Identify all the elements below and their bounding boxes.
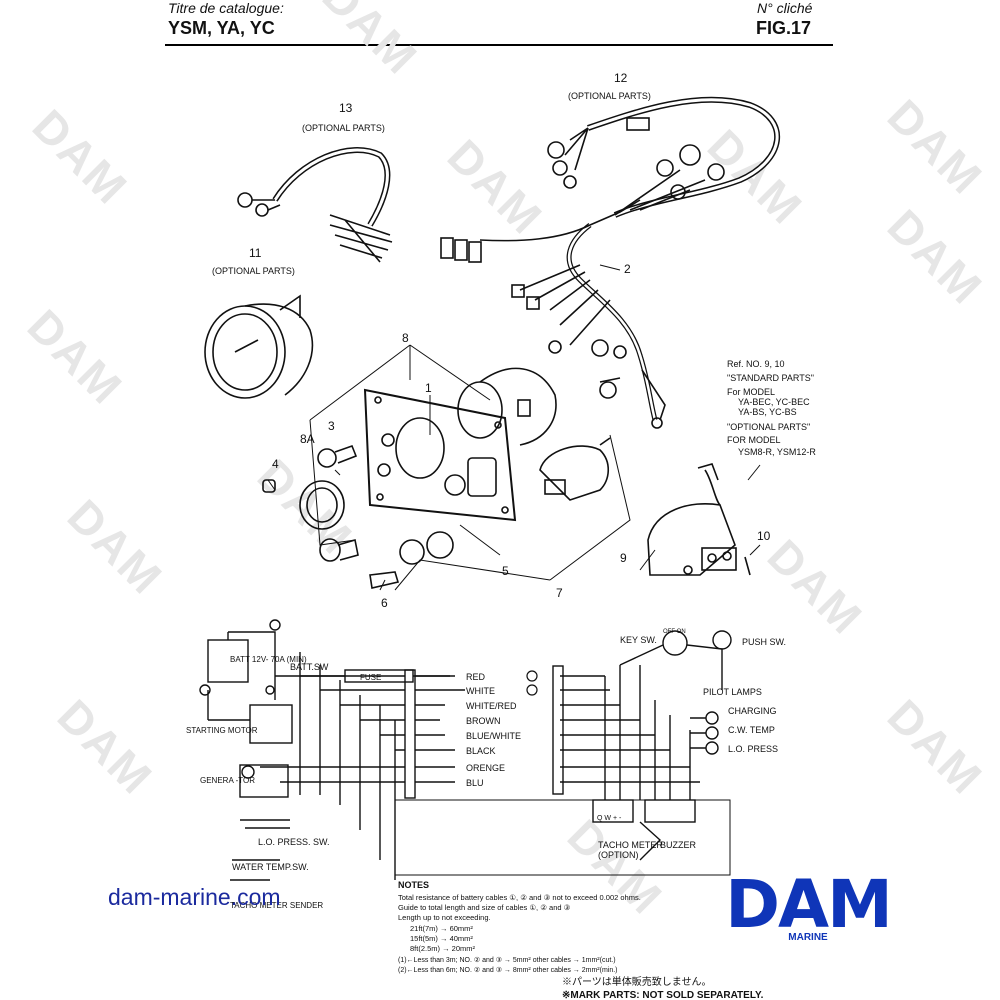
ref-note-line: FOR MODEL — [727, 435, 781, 445]
logo-subtitle: MARINE — [788, 932, 828, 943]
ref-note-line: YSM8-R, YSM12-R — [738, 447, 816, 457]
wire-color-label: BLACK — [466, 746, 496, 756]
dam-logo: DAM MARINE — [717, 866, 899, 952]
tachometer-11 — [204, 294, 314, 399]
tacho-meter-label: TACHO METER — [598, 840, 663, 850]
figure-number: FIG.17 — [756, 18, 812, 38]
remote-control-9 — [647, 463, 751, 576]
optional-harness-13 — [237, 147, 393, 263]
part-number-11: 11 — [249, 246, 262, 260]
catalogue-title-label: Titre de catalogue: — [168, 0, 284, 16]
logo-text: DAM — [725, 866, 893, 943]
ref-note: Ref. NO. 9, 10 "STANDARD PARTS" For MODE… — [727, 359, 816, 457]
catalogue-title-value: YSM, YA, YC — [168, 18, 275, 38]
wire-color-label: ORENGE — [466, 763, 505, 773]
ref-note-line: Ref. NO. 9, 10 — [727, 359, 785, 369]
notes-line: 21ft(7m) → 60mm² — [410, 924, 473, 933]
option-label: (OPTION) — [598, 850, 639, 860]
push-sw-label: PUSH SW. — [742, 637, 786, 647]
site-link[interactable]: dam-marine.com — [108, 884, 281, 910]
header-rule — [165, 44, 833, 46]
wire-color-label: RED — [466, 672, 486, 682]
charging-label: CHARGING — [728, 706, 777, 716]
part-labels: 13 (OPTIONAL PARTS) 12 (OPTIONAL PARTS) … — [212, 71, 771, 610]
notes-line: 15ft(5m) → 40mm² — [410, 934, 473, 943]
part-number-1: 1 — [425, 381, 432, 395]
optional-harness-12 — [547, 96, 780, 218]
notes-line: Total resistance of battery cables ①, ② … — [398, 893, 641, 902]
wire-markers — [526, 670, 538, 696]
notes-line: (2)←Less than 6m; NO. ② and ③ → 8mm² oth… — [398, 966, 618, 974]
buzzer-label: BUZZER — [660, 840, 697, 850]
part-number-2: 2 — [624, 262, 631, 276]
optional-label-12: (OPTIONAL PARTS) — [568, 91, 651, 101]
ref-note-line: For MODEL — [727, 387, 775, 397]
part-number-5: 5 — [502, 564, 509, 578]
wiring-schematic — [199, 619, 732, 881]
ref-note-line: YA-BEC, YC-BEC — [738, 397, 810, 407]
meter-housing — [457, 367, 557, 446]
ref-note-line: YA-BS, YC-BS — [738, 407, 797, 417]
part-number-6: 6 — [381, 596, 388, 610]
notes-block: NOTES Total resistance of battery cables… — [398, 880, 764, 1000]
lo-press-label: L.O. PRESS — [728, 744, 778, 754]
part-number-7: 7 — [556, 586, 563, 600]
notes-title: NOTES — [398, 880, 429, 890]
wiring-labels: BATT 12V- 70A (MIN) BATT.SW FUSE STARTIN… — [186, 629, 786, 910]
generator-label: GENERA -TOR — [200, 776, 255, 785]
starting-motor-label: STARTING MOTOR — [186, 726, 258, 735]
wire-color-label: BLUE/WHITE — [466, 731, 521, 741]
optional-label-11: (OPTIONAL PARTS) — [212, 266, 295, 276]
leader-lines — [267, 264, 761, 591]
tacho-terminal-label: Q W + - — [597, 815, 622, 822]
mark-note-jp: ※パーツは単体販売致しません。 — [562, 975, 712, 988]
part-number-12: 12 — [614, 71, 628, 85]
cw-temp-label: C.W. TEMP — [728, 725, 775, 735]
pilot-lamps-label: PILOT LAMPS — [703, 687, 762, 697]
instrument-panel-1 — [363, 388, 517, 522]
main-harness-2 — [440, 199, 666, 429]
part-number-3: 3 — [328, 419, 335, 433]
tacho-sender-label: TACHO METER SENDER — [230, 901, 323, 910]
mark-note: ※MARK PARTS: NOT SOLD SEPARATELY. — [562, 990, 764, 1000]
part-number-4: 4 — [272, 457, 279, 471]
notes-line: 8ft(2.5m) → 20mm² — [410, 944, 476, 953]
battery-label: BATT 12V- 70A (MIN) — [230, 655, 307, 664]
part-number-8: 8 — [402, 331, 409, 345]
wire-color-label: WHITE — [466, 686, 495, 696]
wire-color-label: WHITE/RED — [466, 701, 517, 711]
part-number-10: 10 — [757, 529, 771, 543]
fuse-label: FUSE — [360, 673, 381, 682]
cliche-label: N° cliché — [757, 0, 813, 16]
wire-color-label: BLU — [466, 778, 484, 788]
key-switch-unit — [539, 437, 611, 501]
notes-line: Guide to total length and size of cables… — [398, 903, 571, 912]
key-sw-label: KEY SW. — [620, 635, 657, 645]
lo-press-sw-label: L.O. PRESS. SW. — [258, 837, 330, 847]
wire-color-label: BROWN — [466, 716, 501, 726]
small-parts — [262, 377, 621, 589]
part-number-13: 13 — [339, 101, 353, 115]
notes-line: Length up to not exceeding. — [398, 913, 491, 922]
off-on-label: OFF ON — [663, 629, 686, 635]
part-number-9: 9 — [620, 551, 627, 565]
ref-note-line: "OPTIONAL PARTS" — [727, 422, 810, 432]
notes-line: (1)←Less than 3m; NO. ② and ③ → 5mm² oth… — [398, 956, 616, 964]
part-number-8a: 8A — [300, 432, 315, 446]
optional-label-13: (OPTIONAL PARTS) — [302, 123, 385, 133]
batt-sw-label: BATT.SW — [290, 662, 329, 672]
water-temp-sw-label: WATER TEMP.SW. — [232, 862, 309, 872]
ref-note-line: "STANDARD PARTS" — [727, 373, 814, 383]
